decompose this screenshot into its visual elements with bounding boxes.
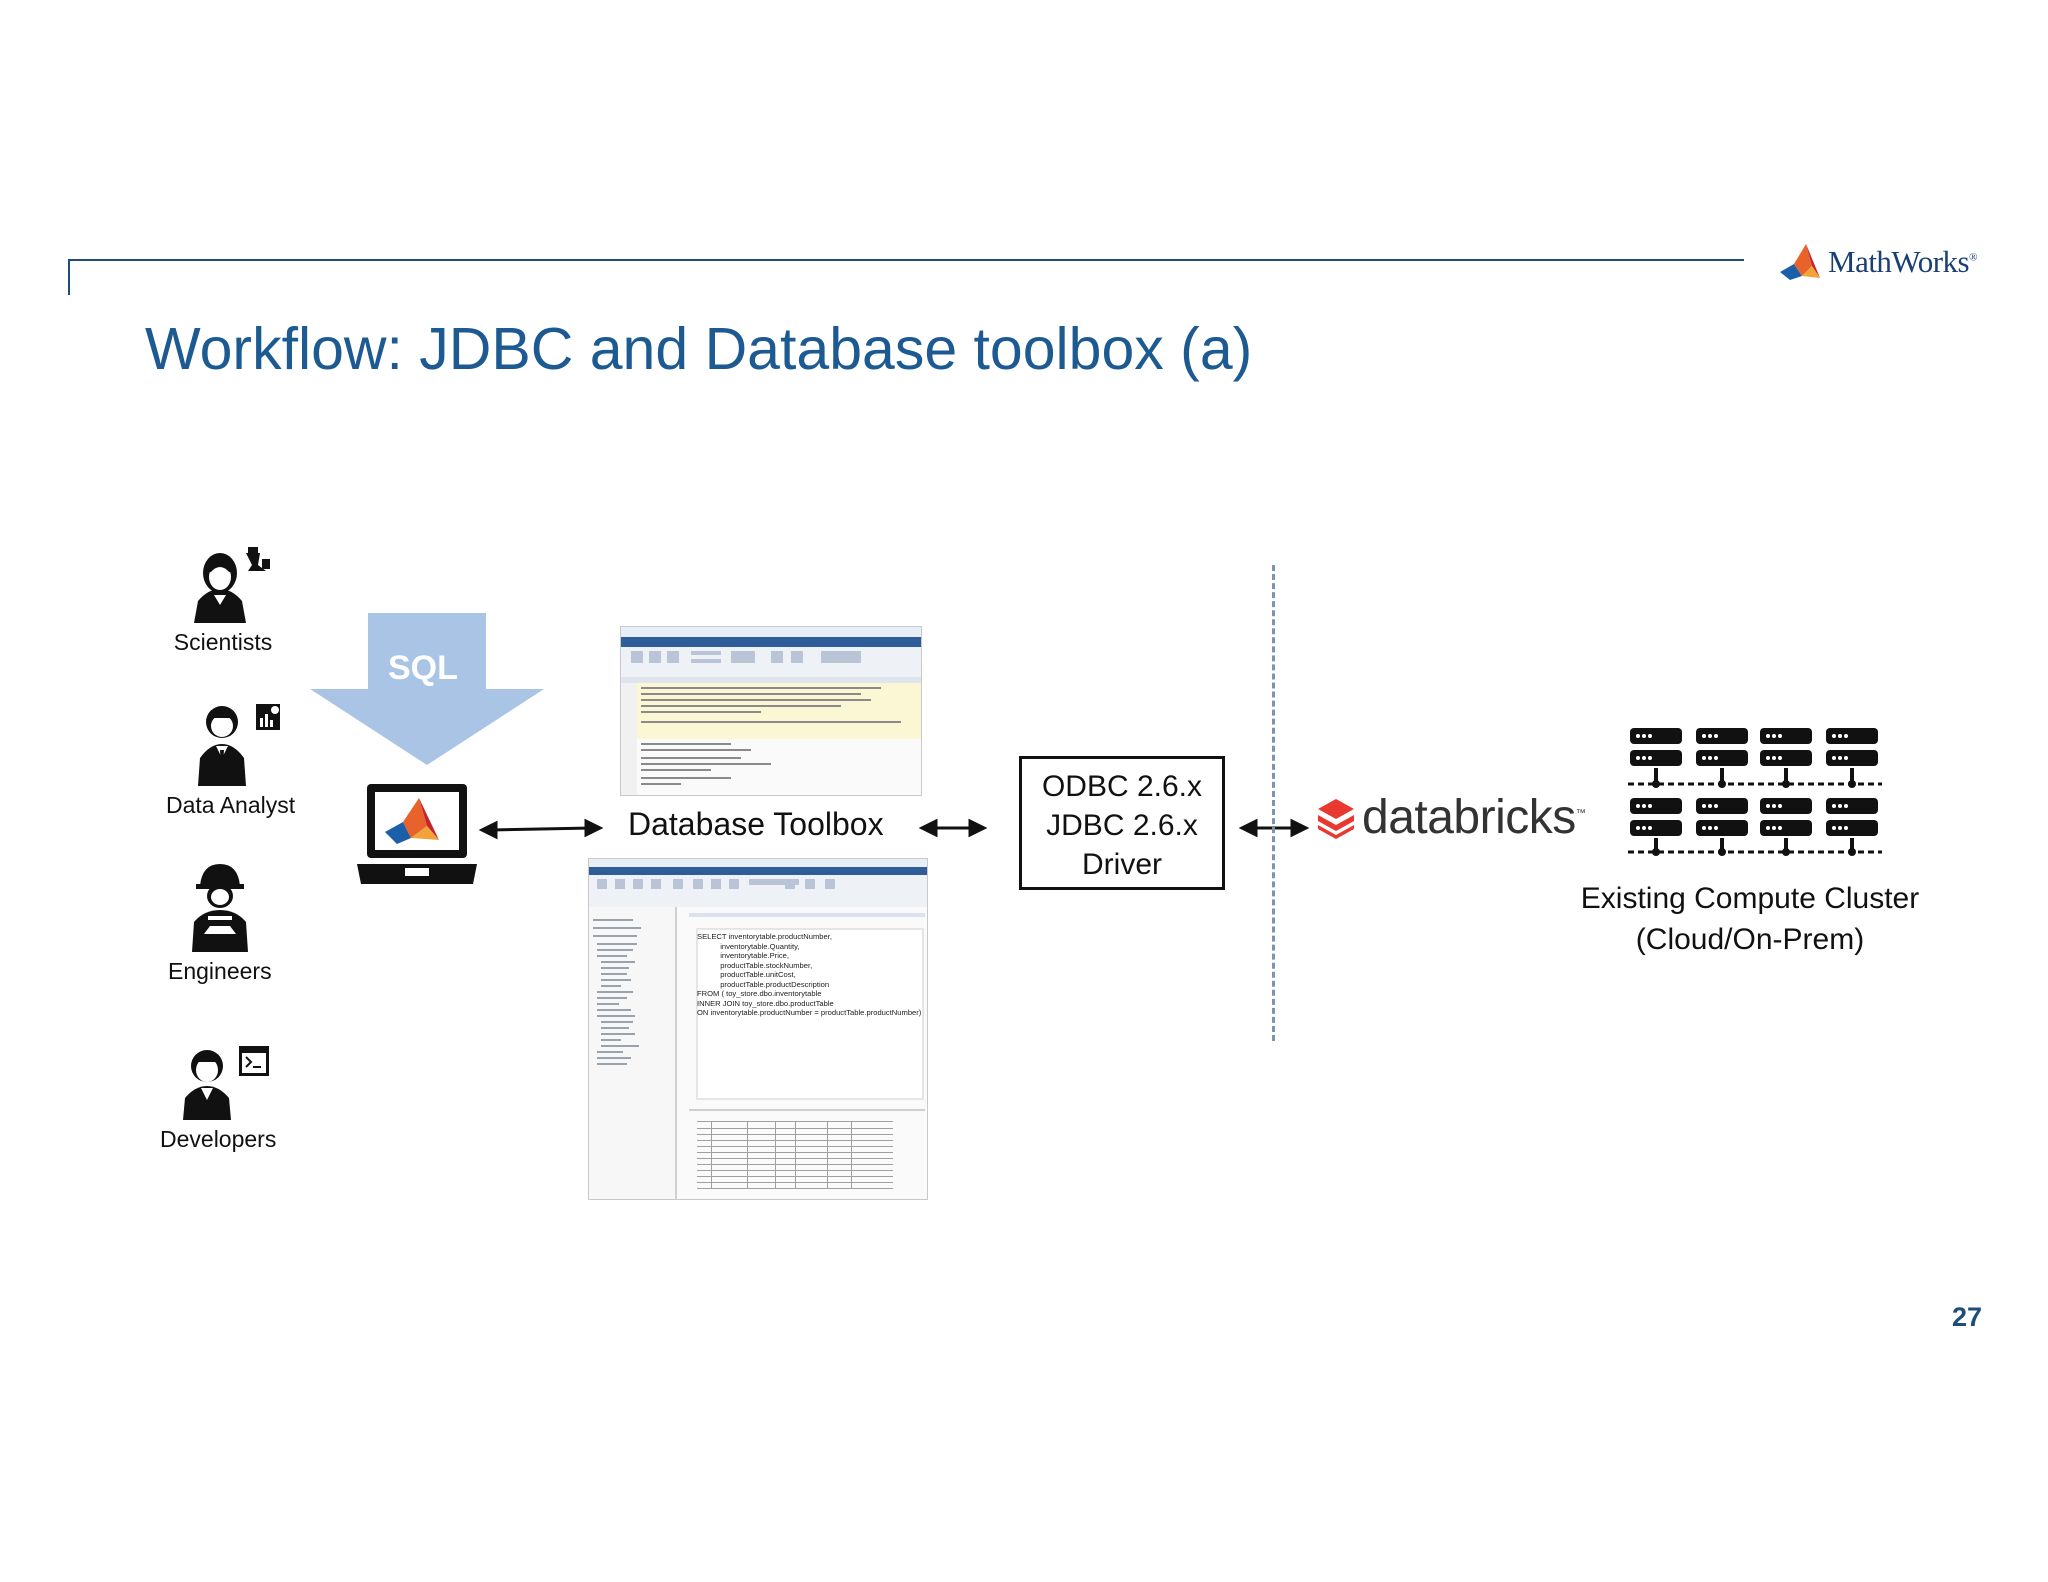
- membrane-icon: [1780, 244, 1820, 280]
- scientist-icon: [194, 547, 270, 623]
- data-analyst-icon: [197, 704, 280, 786]
- persona-data-analyst: Data Analyst: [166, 700, 295, 819]
- engineer-icon: [191, 864, 248, 952]
- sql-arrow-label: SQL: [388, 649, 458, 687]
- laptop-matlab-icon: [357, 784, 477, 884]
- sql-query-text: SELECT inventorytable.productNumber, inv…: [697, 932, 922, 1017]
- header-rule: [68, 259, 1744, 261]
- persona-developers: Developers: [160, 1040, 276, 1153]
- driver-label: Driver: [1082, 848, 1162, 881]
- persona-label: Developers: [160, 1126, 277, 1152]
- databricks-icon: [1318, 798, 1354, 839]
- cluster-label-line2: (Cloud/On-Prem): [1635, 923, 1865, 956]
- persona-scientists: Scientists: [168, 545, 278, 656]
- slide-title: Workflow: JDBC and Database toolbox (a): [145, 316, 1253, 382]
- developer-icon: [183, 1046, 270, 1120]
- database-toolbox-label: Database Toolbox: [622, 806, 890, 843]
- cluster-label-line1: Existing Compute Cluster: [1580, 882, 1920, 915]
- persona-label: Engineers: [168, 958, 272, 984]
- mathworks-logo: MathWorks®: [1778, 242, 1977, 282]
- databricks-logo: databricks™: [1316, 790, 1586, 845]
- driver-box: ODBC 2.6.x JDBC 2.6.x Driver: [1019, 756, 1225, 890]
- database-explorer-screenshot: [588, 858, 928, 1200]
- databricks-wordmark: databricks™: [1362, 791, 1586, 844]
- persona-engineers: Engineers: [168, 860, 272, 985]
- server-cluster-icon: [1628, 728, 1882, 856]
- matlab-editor-screenshot: [620, 626, 922, 796]
- persona-label: Data Analyst: [166, 792, 296, 818]
- cluster-label: Existing Compute Cluster (Cloud/On-Prem): [1560, 878, 1940, 960]
- sql-down-arrow: [310, 613, 544, 765]
- boundary-separator: [1272, 565, 1275, 1041]
- driver-odbc-label: ODBC 2.6.x: [1041, 770, 1203, 803]
- page-number: 27: [1952, 1302, 1983, 1332]
- databricks-trademark: ™: [1575, 808, 1586, 819]
- persona-label: Scientists: [173, 629, 273, 655]
- logo-registered-mark: ®: [1969, 251, 1977, 264]
- logo-text: MathWorks®: [1828, 244, 1977, 279]
- header-rule-tick: [68, 259, 70, 295]
- driver-jdbc-label: JDBC 2.6.x: [1046, 809, 1198, 842]
